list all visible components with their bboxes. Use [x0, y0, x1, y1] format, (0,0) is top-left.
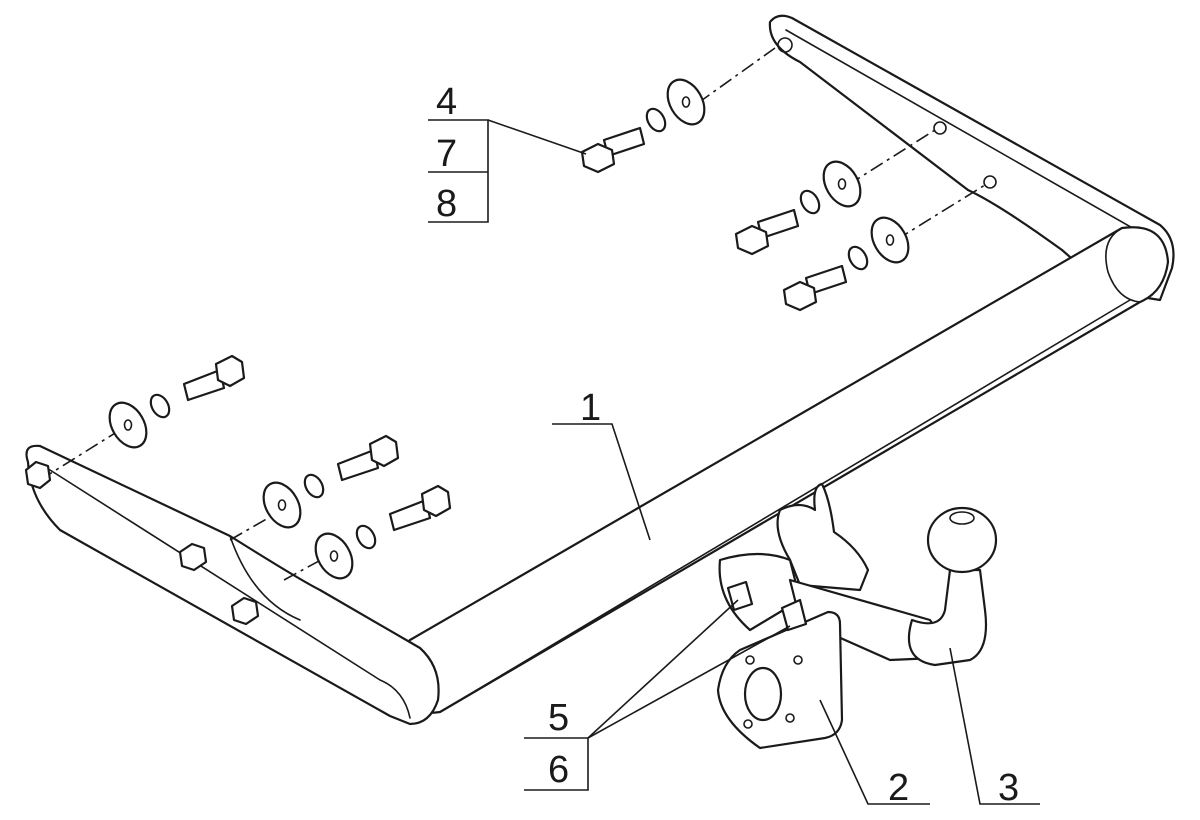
label-8: 8: [436, 183, 457, 225]
bolt-set-right-bottom: [782, 184, 986, 312]
label-7: 7: [436, 133, 457, 175]
callout-3: 3: [949, 647, 1040, 809]
bolt-set-left-bottom: [283, 484, 452, 581]
tow-ball-neck: [907, 506, 998, 667]
label-5: 5: [548, 697, 569, 739]
callout-2: 2: [819, 699, 930, 809]
bolt-set-right-top: [580, 47, 776, 174]
callout-4-7-8: 4 7 8: [428, 81, 587, 225]
label-2: 2: [888, 767, 909, 809]
callout-5-6: 5 6: [524, 599, 791, 791]
left-bracket: [25, 444, 440, 726]
bolt-set-left-top: [39, 354, 246, 481]
label-6: 6: [548, 749, 569, 791]
bolt-set-right-middle: [734, 129, 936, 256]
nuts-left-bracket: [24, 460, 260, 626]
label-4: 4: [436, 81, 457, 123]
callout-1: 1: [552, 387, 651, 541]
label-3: 3: [998, 767, 1019, 809]
label-1: 1: [580, 387, 601, 429]
bolt-set-left-middle: [229, 434, 400, 541]
socket-plate: [716, 580, 844, 750]
